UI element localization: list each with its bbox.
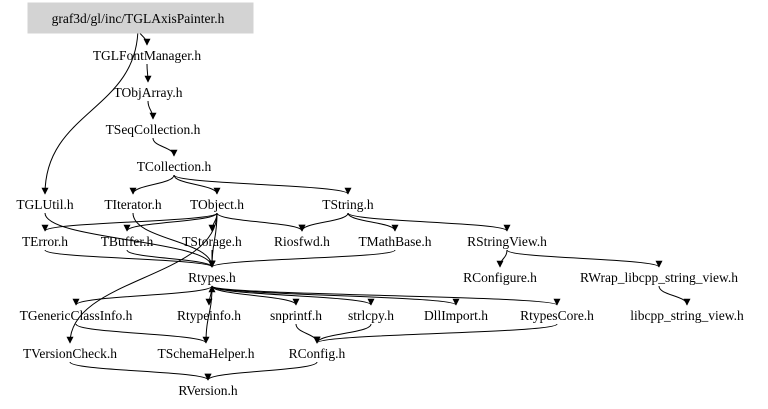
node-tglfontmanager[interactable]: TGLFontManager.h: [93, 48, 202, 63]
node-rtypescore[interactable]: RtypesCore.h: [520, 308, 594, 323]
edge-tobject-to-tversioncheck: [66, 212, 218, 344]
node-dllimport[interactable]: DllImport.h: [424, 308, 488, 323]
node-label: RtypesCore.h: [520, 308, 594, 323]
node-label: strlcpy.h: [348, 308, 394, 323]
node-tschemahelper[interactable]: TSchemaHelper.h: [157, 346, 254, 361]
node-label: TError.h: [22, 234, 68, 249]
node-label: TObjArray.h: [114, 85, 183, 100]
edge-tobject-to-riosfwd: [216, 212, 306, 232]
node-rwrap[interactable]: RWrap_libcpp_string_view.h: [580, 270, 738, 285]
node-label: TGLUtil.h: [16, 197, 74, 212]
node-tgenericclassinfo[interactable]: TGenericClassInfo.h: [20, 308, 133, 323]
edge-tschemahelper-to-rtypes: [205, 285, 216, 344]
root-node-box: [27, 2, 254, 34]
node-label: TIterator.h: [104, 197, 162, 212]
node-label: DllImport.h: [424, 308, 488, 323]
node-label: TVersionCheck.h: [23, 346, 117, 361]
edge-tstring-to-rstringview: [347, 212, 511, 232]
node-snprintf[interactable]: snprintf.h: [270, 308, 322, 323]
edge-titerator-to-rtypes: [132, 212, 216, 268]
node-titerator[interactable]: TIterator.h: [104, 197, 162, 212]
edge-rstringview-to-rconfigure: [496, 249, 508, 268]
edge-snprintf-to-rconfig: [295, 323, 321, 344]
edge-tversioncheck-to-rversion: [69, 361, 212, 381]
node-label: RConfigure.h: [463, 270, 537, 285]
edge-tbuffer-to-rtypes: [126, 249, 216, 268]
edge-rtypes-to-tgenericclassinfo: [72, 285, 213, 306]
edge-tstring-to-riosfwd: [298, 212, 349, 232]
node-label: graf3d/gl/inc/TGLAxisPainter.h: [52, 11, 225, 26]
node-label: TCollection.h: [137, 159, 212, 174]
node-label: RConfig.h: [289, 346, 346, 361]
node-rconfig[interactable]: RConfig.h: [289, 346, 346, 361]
node-rconfigure[interactable]: RConfigure.h: [463, 270, 537, 285]
edge-layer: [41, 26, 691, 381]
node-tglutil[interactable]: TGLUtil.h: [16, 197, 74, 212]
edge-rtypes-to-strlcpy: [211, 285, 375, 306]
node-rtypes[interactable]: Rtypes.h: [188, 270, 236, 285]
node-rtypeinfo[interactable]: Rtypeinfo.h: [177, 308, 241, 323]
node-label: TObject.h: [190, 197, 244, 212]
node-rstringview[interactable]: RStringView.h: [467, 234, 547, 249]
node-tmathbase[interactable]: TMathBase.h: [358, 234, 431, 249]
node-tbuffer[interactable]: TBuffer.h: [101, 234, 154, 249]
node-label: TSeqCollection.h: [106, 122, 201, 137]
node-label: libcpp_string_view.h: [630, 308, 744, 323]
node-tstring[interactable]: TString.h: [322, 197, 374, 212]
node-label: Riosfwd.h: [274, 234, 330, 249]
node-label: TGLFontManager.h: [93, 48, 202, 63]
node-tseqcollection[interactable]: TSeqCollection.h: [106, 122, 201, 137]
node-strlcpy[interactable]: strlcpy.h: [348, 308, 394, 323]
node-terror[interactable]: TError.h: [22, 234, 68, 249]
edge-rstringview-to-rwrap: [506, 249, 663, 268]
edge-rtypes-to-dllimport: [211, 285, 460, 306]
edge-tseqcollection-to-tcollection: [152, 137, 178, 157]
node-label: TStorage.h: [182, 234, 242, 249]
edge-tobject-to-tbuffer: [123, 212, 218, 232]
node-label: TBuffer.h: [101, 234, 154, 249]
node-root[interactable]: graf3d/gl/inc/TGLAxisPainter.h: [27, 2, 254, 34]
node-label: TMathBase.h: [358, 234, 431, 249]
edge-tcollection-to-titerator: [129, 174, 175, 195]
node-rversion[interactable]: RVersion.h: [178, 383, 238, 398]
edge-rtypes-to-rtypescore: [211, 285, 561, 306]
edge-tobjarray-to-tseqcollection: [147, 100, 157, 120]
node-tcollection[interactable]: TCollection.h: [137, 159, 212, 174]
node-label: RStringView.h: [467, 234, 547, 249]
edge-tcollection-to-tstring: [173, 174, 352, 195]
node-label: TSchemaHelper.h: [157, 346, 254, 361]
node-tobject[interactable]: TObject.h: [190, 197, 244, 212]
node-tobjarray[interactable]: TObjArray.h: [114, 85, 183, 100]
node-label: Rtypeinfo.h: [177, 308, 241, 323]
edge-tgenericclassinfo-to-tschemahelper: [75, 323, 210, 344]
edge-tmathbase-to-rtypes: [208, 249, 396, 268]
edge-rtypescore-to-rconfig: [313, 323, 558, 344]
node-libcpp[interactable]: libcpp_string_view.h: [630, 308, 744, 323]
edge-tobject-to-terror: [41, 212, 218, 232]
edge-tglutil-to-rtypes: [44, 212, 216, 268]
edge-tcollection-to-tobject: [173, 174, 221, 195]
edge-tstring-to-tmathbase: [347, 212, 399, 232]
node-riosfwd[interactable]: Riosfwd.h: [274, 234, 330, 249]
edge-rconfig-to-rversion: [204, 361, 318, 381]
node-layer: graf3d/gl/inc/TGLAxisPainter.hTGLFontMan…: [16, 2, 744, 398]
node-tversioncheck[interactable]: TVersionCheck.h: [23, 346, 117, 361]
node-tstorage[interactable]: TStorage.h: [182, 234, 242, 249]
edge-terror-to-rtypes: [44, 249, 216, 268]
node-label: TString.h: [322, 197, 374, 212]
edge-rwrap-to-libcpp: [658, 285, 691, 306]
node-label: RVersion.h: [178, 383, 238, 398]
node-label: RWrap_libcpp_string_view.h: [580, 270, 738, 285]
node-label: Rtypes.h: [188, 270, 236, 285]
node-label: snprintf.h: [270, 308, 322, 323]
edge-tglfontmanager-to-tobjarray: [144, 63, 152, 83]
node-label: TGenericClassInfo.h: [20, 308, 133, 323]
edge-root-to-tglutil: [41, 26, 139, 195]
